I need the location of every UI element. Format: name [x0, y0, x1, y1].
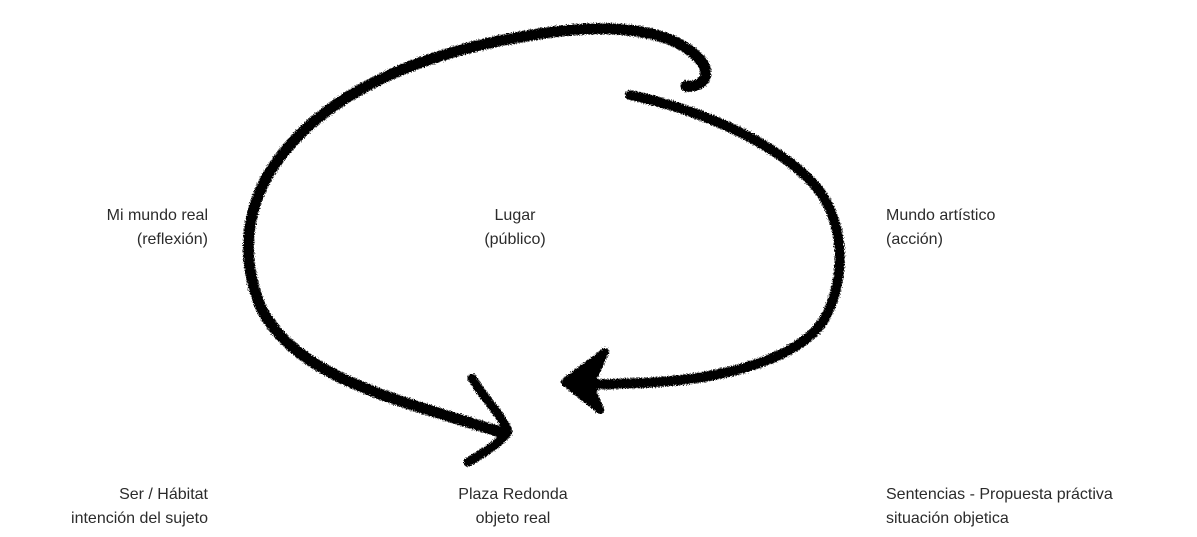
label-plaza-redonda: Plaza Redonda objeto real — [413, 483, 613, 531]
label-ser-habitat: Ser / Hábitat intención del sujeto — [71, 483, 208, 531]
sentencias-line1: Sentencias - Propuesta práctiva — [886, 483, 1113, 507]
ser-habitat-line2: intención del sujeto — [71, 507, 208, 531]
sentencias-line2: situación objetica — [886, 507, 1113, 531]
lugar-line1: Lugar — [415, 204, 615, 228]
label-sentencias: Sentencias - Propuesta práctiva situació… — [886, 483, 1113, 531]
label-mi-mundo-real: Mi mundo real (reflexión) — [107, 204, 208, 252]
mundo-artistico-line1: Mundo artístico — [886, 204, 995, 228]
mi-mundo-real-line2: (reflexión) — [107, 228, 208, 252]
mi-mundo-real-line1: Mi mundo real — [107, 204, 208, 228]
ser-habitat-line1: Ser / Hábitat — [71, 483, 208, 507]
mundo-artistico-line2: (acción) — [886, 228, 995, 252]
label-mundo-artistico: Mundo artístico (acción) — [886, 204, 995, 252]
plaza-redonda-line2: objeto real — [413, 507, 613, 531]
lugar-line2: (público) — [415, 228, 615, 252]
label-lugar: Lugar (público) — [415, 204, 615, 252]
plaza-redonda-line1: Plaza Redonda — [413, 483, 613, 507]
